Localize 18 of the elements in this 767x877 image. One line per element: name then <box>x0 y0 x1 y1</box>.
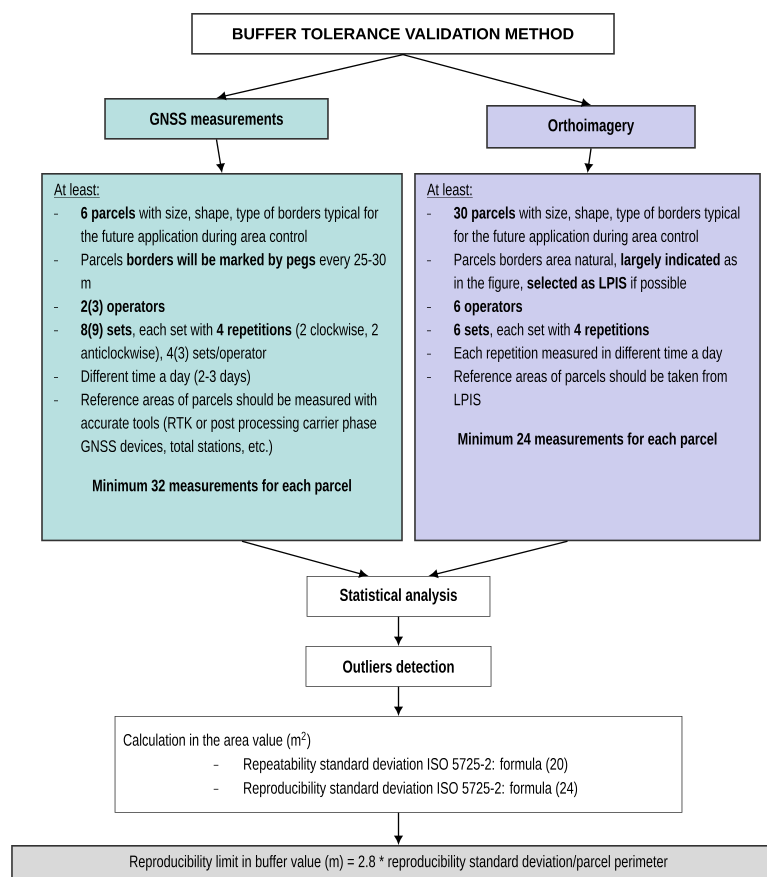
arrow <box>402 54 590 107</box>
arrow <box>394 616 402 645</box>
method-box: Orthoimagery <box>486 105 696 149</box>
requirements-box: At least: 6 parcels with size, shape, type of borders typical for the future application during area control Parcels borders will be marked by pegs every 25-30 m 2(3) operators 8(9) sets, each set with 4 repetitions (2 clockwise, 2 anticlockwise), 4(3) sets/operator Different time a day (2-3 days) Reference areas of parcels should be measured with accurate tools (RTK or post processing carrier phase GNSS devices, total stations, etc.) Minimum 32 measurements for each parcel <box>41 173 403 542</box>
result-box: Reproducibility limit in buffer value (m) = 2.8 * reproducibility standard deviation/parcel perimeter <box>11 845 767 877</box>
process-box: Outliers detection <box>306 646 492 687</box>
method-box: GNSS measurements <box>104 98 329 140</box>
arrow <box>218 54 404 100</box>
arrow <box>584 148 593 172</box>
requirements-box: At least: 30 parcels with size, shape, type of borders typical for the future application during area control Parcels borders area natural, largely indicated as in the figure, selected as LPIS if possible 6 operators 6 sets, each set with 4 repetitions Each repetition measured in different time a day Reference areas of parcels should be taken from LPIS Minimum 24 measurements for each parcel <box>414 173 761 542</box>
arrow <box>242 540 368 578</box>
title-box: BUFFER TOLERANCE VALIDATION METHOD <box>191 13 615 55</box>
arrow <box>430 540 568 578</box>
calculation-box: Calculation in the area value (m$^{2}$) Repeatability standard deviation ISO 5725-2: formula (20) Reproducibility standard deviation ISO 5725-2: formula (24) <box>114 716 682 813</box>
arrow <box>216 139 225 172</box>
process-box: Statistical analysis <box>306 576 490 617</box>
arrow <box>394 812 402 844</box>
arrow <box>394 686 402 715</box>
